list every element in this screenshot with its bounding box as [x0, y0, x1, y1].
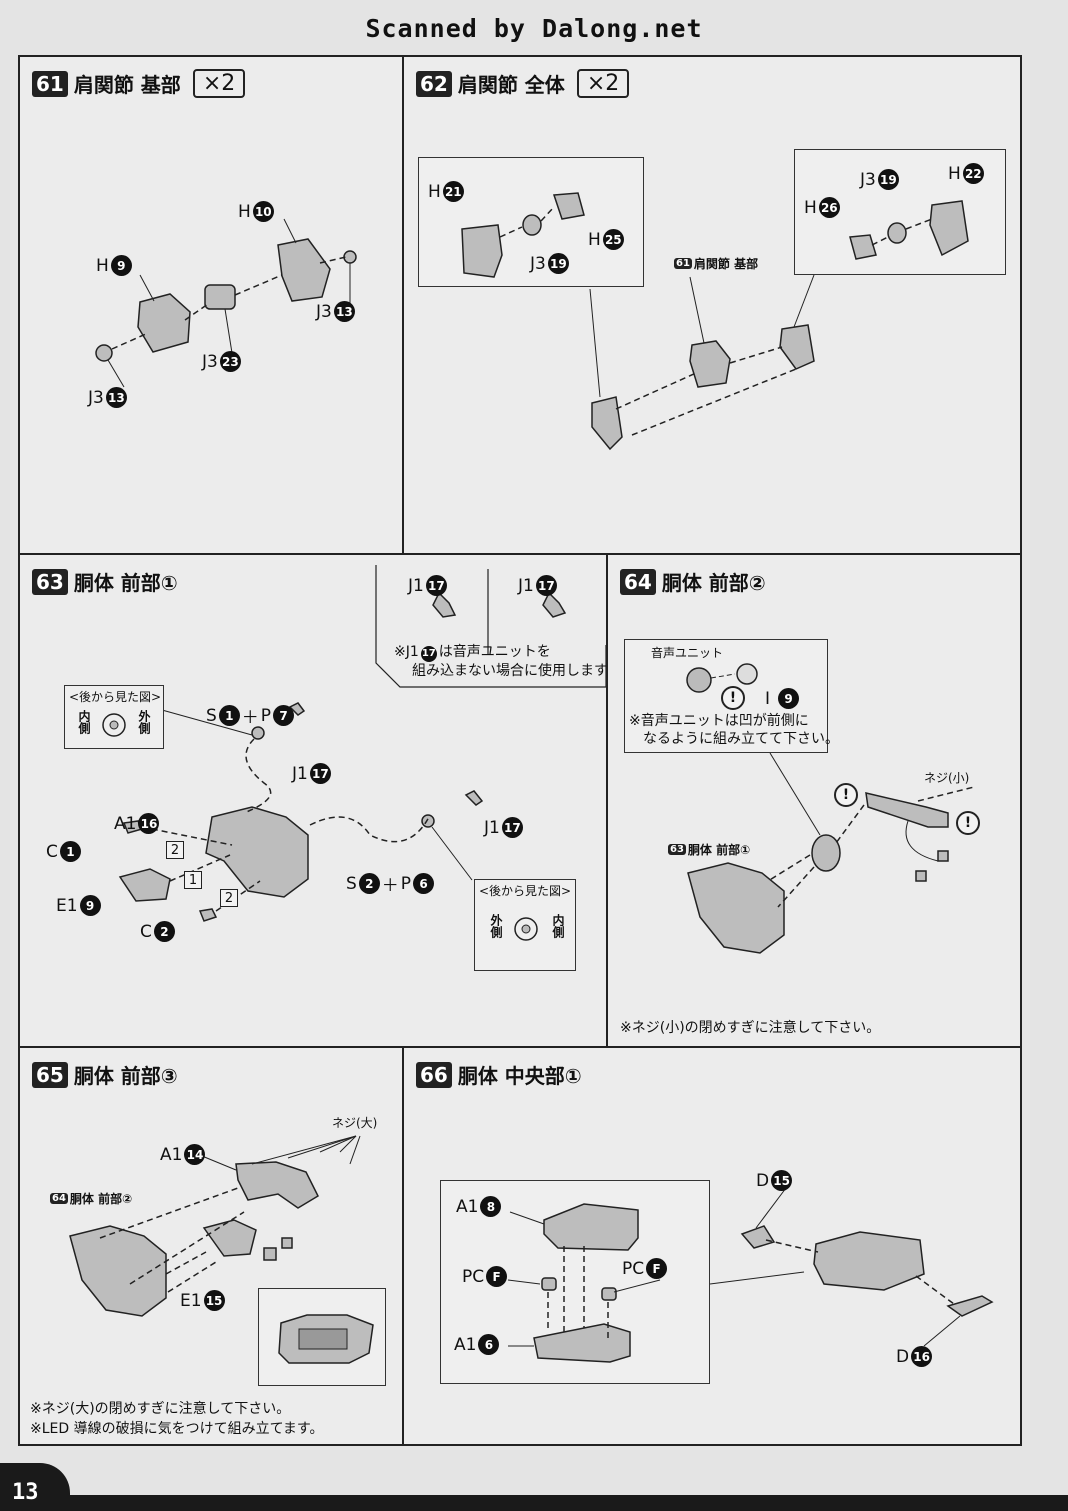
label-screw-small: ネジ(小) [924, 771, 970, 785]
front-torso-1-diagram [118, 565, 606, 922]
shoulder-assembly-diagram [461, 192, 969, 451]
screw-large-caution: ※ネジ(大)の閉めすぎに注意して下さい。 [30, 1401, 291, 1417]
shoulder-base-diagram [95, 218, 357, 388]
step-61-title: 61 肩関節 基部 ×2 [32, 69, 246, 98]
order-badge-2b: 2 [220, 889, 238, 907]
step-number: 63 [32, 568, 68, 595]
step-66-title: 66 胴体 中央部① [416, 1060, 582, 1089]
step-63-title: 63 胴体 前部① [32, 567, 178, 596]
step-65-title: 65 胴体 前部③ [32, 1060, 178, 1089]
footer-bar [0, 1495, 1068, 1511]
screw-caution-note: ※ネジ(小)の閉めすぎに注意して下さい。 [620, 1020, 881, 1036]
rear-view-inset-left: <後から見た図> 内側 外側 [64, 685, 164, 749]
step-number: 61 [32, 70, 68, 97]
step-number: 66 [416, 1061, 452, 1088]
step-number: 62 [416, 70, 452, 97]
step-title-text: 肩関節 全体 [457, 73, 565, 97]
multiplier-badge: ×2 [576, 69, 630, 98]
front-torso-2-diagram [687, 752, 975, 954]
step-66-panel: 66 胴体 中央部① A [402, 1046, 1022, 1446]
order-badge-1: 1 [184, 871, 202, 889]
step-title-text: 胴体 前部① [73, 571, 178, 595]
scan-credit: Scanned by Dalong.net [365, 14, 703, 43]
order-badge-2a: 2 [166, 841, 184, 859]
sound-unit-note: ※音声ユニットは凹が前側になるように組み立てて下さい。 [629, 713, 839, 747]
multiplier-badge: ×2 [192, 69, 246, 98]
step-number: 65 [32, 1061, 68, 1088]
step-64-title: 64 胴体 前部② [620, 567, 766, 596]
step-63-panel: 63 胴体 前部① J1 [18, 553, 608, 1048]
step-title-text: 胴体 中央部① [457, 1064, 582, 1088]
step-title-text: 肩関節 基部 [73, 73, 181, 97]
step-title-text: 胴体 前部③ [73, 1064, 178, 1088]
step-62-title: 62 肩関節 全体 ×2 [416, 69, 630, 98]
led-wire-caution: ※LED 導線の破損に気をつけて組み立てます。 [30, 1421, 324, 1437]
step-title-text: 胴体 前部② [661, 571, 766, 595]
detail-inset [258, 1288, 386, 1386]
step-62-panel: 62 肩関節 全体 ×2 [402, 55, 1022, 555]
caution-icon: ! [834, 783, 858, 807]
page-number: 13 [8, 1480, 53, 1505]
step-number: 64 [620, 568, 656, 595]
caution-icon: ! [956, 811, 980, 835]
rear-view-inset-right: <後から見た図> 外側 内側 [474, 879, 576, 971]
front-torso-3-diagram [69, 1135, 361, 1317]
mid-torso-1-diagram [507, 1187, 994, 1363]
label-screw-large: ネジ(大) [332, 1116, 378, 1130]
